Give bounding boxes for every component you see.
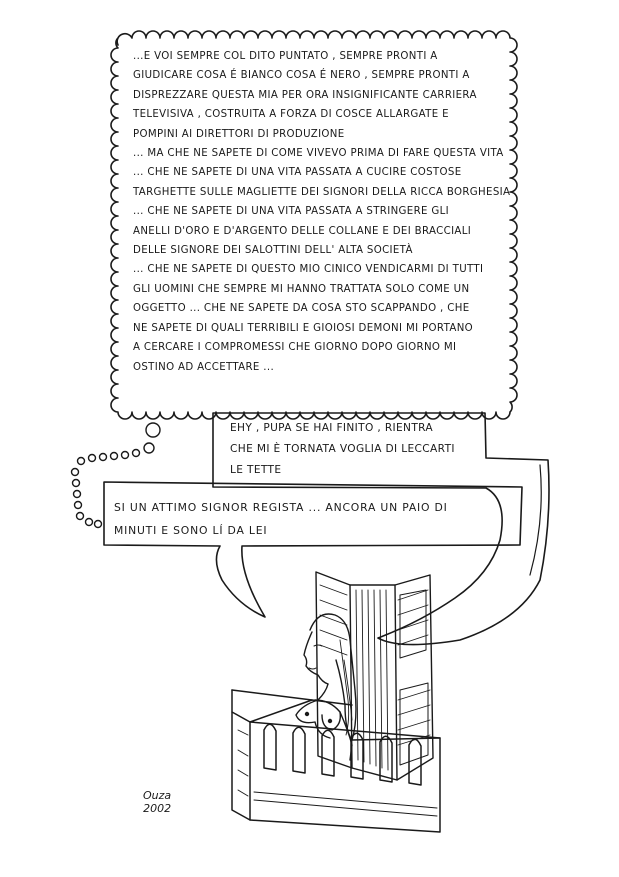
thought-bubble-line: NE SAPETE DI QUALI TERRIBILI E GIOIOSI D… bbox=[133, 322, 474, 334]
director-speech-bubble bbox=[212, 412, 550, 646]
thought-bubble-outline bbox=[110, 30, 518, 420]
thought-bubble-line: ... CHE NE SAPETE DI UNA VITA PASSATA A … bbox=[133, 167, 462, 179]
woman-figure bbox=[295, 613, 357, 761]
director-speech-text: EHY , PUPA SE HAI FINITO , RIENTRA CHE MI… bbox=[230, 418, 455, 481]
thought-bubble-circles bbox=[70, 422, 161, 529]
woman-speech-text: SI UN ATTIMO SIGNOR REGISTA ... ANCORA U… bbox=[114, 496, 448, 542]
thought-bubble-line: ...E VOI SEMPRE COL DITO PUNTATO , SEMPR… bbox=[133, 51, 438, 62]
thought-bubble-line: ANELLI D'ORO E D'ARGENTO DELLE COLLANE E… bbox=[133, 225, 472, 237]
thought-bubble-line: ... CHE NE SAPETE DI UNA VITA PASSATA A … bbox=[133, 206, 449, 218]
balcony-railing bbox=[231, 689, 441, 833]
director-speech-line: CHE MI È TORNATA VOGLIA DI LECCARTI bbox=[230, 443, 455, 455]
woman-speech-line: SI UN ATTIMO SIGNOR REGISTA ... ANCORA U… bbox=[114, 501, 448, 514]
signature-name: Ouza bbox=[143, 789, 172, 802]
thought-bubble-line: DISPREZZARE QUESTA MIA PER ORA INSIGNIFI… bbox=[133, 89, 477, 101]
artist-signature: Ouza 2002 bbox=[143, 789, 171, 815]
thought-bubble-line: TARGHETTE SULLE MAGLIETTE DEI SIGNORI DE… bbox=[133, 186, 511, 198]
thought-bubble-line: OGGETTO ... CHE NE SAPETE DA COSA STO SC… bbox=[133, 303, 470, 315]
thought-bubble-line: OSTINO AD ACCETTARE ... bbox=[133, 361, 275, 373]
woman-speech-line: MINUTI E SONO LÍ DA LEI bbox=[114, 524, 268, 537]
thought-bubble-line: TELEVISIVA , COSTRUITA A FORZA DI COSCE … bbox=[133, 109, 449, 121]
thought-bubble-line: ... CHE NE SAPETE DI QUESTO MIO CINICO V… bbox=[133, 264, 484, 276]
director-speech-line: EHY , PUPA SE HAI FINITO , RIENTRA bbox=[230, 422, 434, 434]
thought-bubble-line: GLI UOMINI CHE SEMPRE MI HANNO TRATTATA … bbox=[133, 283, 470, 295]
thought-bubble-line: A CERCARE I COMPROMESSI CHE GIORNO DOPO … bbox=[133, 342, 457, 354]
woman-speech-bubble bbox=[103, 481, 523, 618]
director-speech-line: LE TETTE bbox=[230, 464, 282, 476]
signature-year: 2002 bbox=[143, 802, 172, 815]
thought-bubble-line: ... MA CHE NE SAPETE DI COME VIVEVO PRIM… bbox=[133, 148, 504, 160]
thought-bubble-text: ...E VOI SEMPRE COL DITO PUNTATO , SEMPR… bbox=[133, 47, 510, 377]
thought-bubble-line: GIUDICARE COSA É BIANCO COSA É NERO , SE… bbox=[133, 70, 470, 82]
balcony-door bbox=[315, 571, 434, 781]
thought-bubble-line: POMPINI AI DIRETTORI DI PRODUZIONE bbox=[133, 128, 345, 140]
thought-bubble-line: DELLE SIGNORE DEI SALOTTINI DELL' ALTA S… bbox=[133, 245, 413, 257]
